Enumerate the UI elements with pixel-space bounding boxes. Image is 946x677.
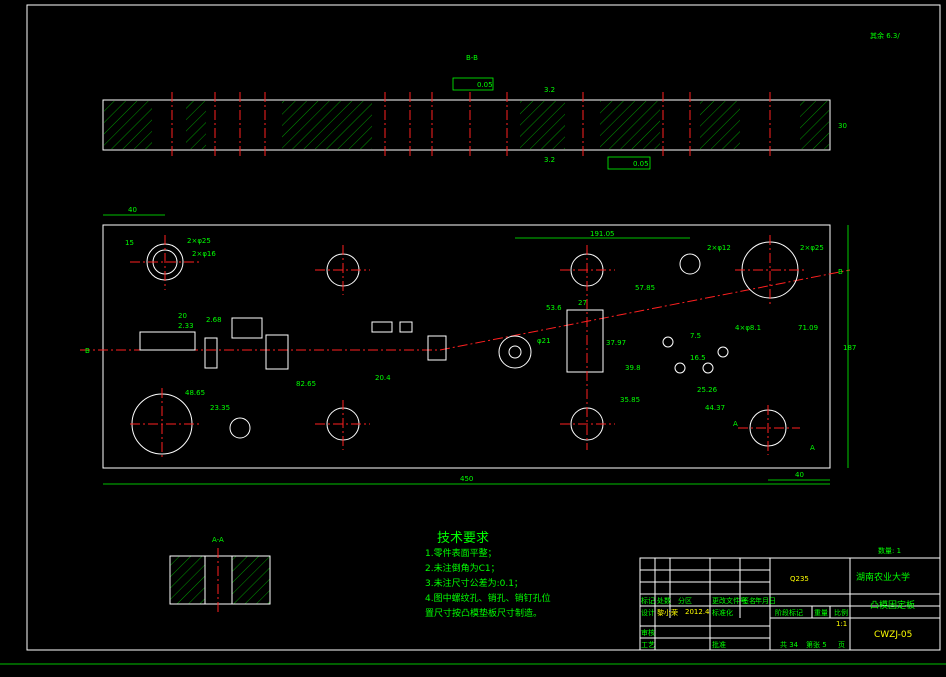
- section-aa-label: A-A: [212, 536, 224, 544]
- dim-2-68: 2.68: [206, 316, 222, 324]
- punch-slot-6: [427, 335, 447, 361]
- dim-overall-height: 187: [843, 344, 856, 352]
- tb-stage-mark: 阶段标记: [775, 609, 803, 617]
- dim-37-97: 37.97: [606, 339, 626, 347]
- quantity-label: 数量: 1: [878, 547, 902, 555]
- tolerance-top-value: 0.05: [477, 81, 493, 89]
- material-value: Q235: [790, 575, 809, 583]
- arrow-a-right: A: [810, 444, 815, 452]
- plate-outline: [102, 224, 831, 469]
- arrow-b-left: B: [85, 347, 90, 355]
- dim-25-26: 25.26: [697, 386, 718, 394]
- dim-2-33: 2.33: [178, 322, 194, 330]
- hole-center: [498, 335, 532, 369]
- dim-82-65: 82.65: [296, 380, 316, 388]
- callout-hole-a: 2×φ25: [187, 237, 211, 245]
- callout-hole-b: 2×φ16: [192, 250, 216, 258]
- tolerance-box-top: [452, 77, 494, 91]
- roughness-1: 3.2: [544, 86, 555, 94]
- arrow-b-right: B: [838, 268, 843, 276]
- dim-27: 27: [578, 299, 587, 307]
- dim-57-85: 57.85: [635, 284, 655, 292]
- tb-count: 处数: [657, 597, 671, 605]
- punch-slot-2: [231, 317, 263, 339]
- tech-requirement-4: 4.图中螺纹孔、销孔、销钉孔位: [425, 594, 551, 604]
- dim-44-37: 44.37: [705, 404, 725, 412]
- punch-slot-3: [265, 334, 289, 370]
- part-name: 凸模固定板: [870, 601, 916, 611]
- callout-hole-d: 2×φ25: [800, 244, 824, 252]
- section-bb-label: B-B: [466, 54, 478, 62]
- title-block: [639, 557, 941, 651]
- sheet-total: 共 34: [780, 641, 799, 649]
- tech-requirement-2: 2.未注倒角为C1；: [425, 564, 500, 574]
- dim-48-65: 48.65: [185, 389, 205, 397]
- section-bb-outline: [102, 99, 831, 151]
- tb-approve: 批准: [712, 641, 726, 649]
- scale-value: 1:1: [836, 620, 848, 628]
- punch-slot-left: [139, 331, 196, 351]
- tb-design: 设计: [641, 609, 655, 617]
- drawing-border: [26, 4, 941, 651]
- dim-23-35: 23.35: [210, 404, 230, 412]
- hole-bl-small: [229, 417, 251, 439]
- dim-20-4: 20.4: [375, 374, 391, 382]
- tb-sign: 签名: [742, 597, 756, 605]
- tech-requirement-3: 3.未注尺寸公差为:0.1；: [425, 579, 523, 589]
- dim-16-5: 16.5: [690, 354, 706, 362]
- section-bb-view: B-B 0.05 0.05 3.2 3.2 30: [102, 54, 847, 170]
- tb-weight: 重量: [814, 609, 828, 617]
- tb-date: 年月日: [755, 597, 776, 605]
- dim-left-40: 40: [128, 206, 137, 214]
- callout-hole-c: 2×φ12: [707, 244, 731, 252]
- hole-tr2: [679, 253, 701, 275]
- tb-process: 工艺: [641, 641, 655, 649]
- dim-20: 20: [178, 312, 187, 320]
- sheet-unit: 页: [838, 641, 845, 649]
- punch-slot-4: [371, 321, 393, 333]
- thickness-dim: 30: [838, 122, 847, 130]
- corner-roughness-mark: 其余 6.3/: [870, 31, 900, 40]
- arrow-a-left: A: [733, 420, 738, 428]
- section-aa-view: A-A: [169, 536, 271, 612]
- tb-review: 审核: [641, 629, 655, 637]
- callout-hole-e: 4×φ8.1: [735, 324, 761, 332]
- tb-standard: 标准化: [712, 609, 733, 617]
- plan-view: 450 187 40 40 15 48.65 23.35 82.65 20.4 …: [80, 206, 856, 485]
- dim-phi21: φ21: [537, 337, 551, 345]
- punch-slot-5: [399, 321, 413, 333]
- tolerance-bottom-value: 0.05: [633, 160, 649, 168]
- tech-requirement-1: 1.零件表面平整；: [425, 549, 497, 559]
- tb-ratio: 比例: [834, 609, 848, 617]
- sheet-number: 第张 5: [806, 641, 827, 649]
- dim-39-8: 39.8: [625, 364, 641, 372]
- dim-53-6: 53.6: [546, 304, 562, 312]
- tb-mark: 标记: [641, 597, 655, 605]
- punch-slot-1: [204, 337, 218, 369]
- tech-requirements-title: 技术要求: [437, 531, 490, 546]
- school-name: 湖南农业大学: [856, 573, 911, 583]
- punch-rect-large: [566, 309, 604, 373]
- dim-35-85: 35.85: [620, 396, 640, 404]
- tb-zone: 分区: [678, 597, 692, 605]
- dim-15: 15: [125, 239, 134, 247]
- tb-design-date: 2012.4: [685, 608, 710, 616]
- tech-requirement-5: 置尺寸按凸模垫板尺寸制造。: [425, 609, 543, 619]
- hole-center-inner: [508, 345, 522, 359]
- dim-7-5: 7.5: [690, 332, 701, 340]
- dim-71-09: 71.09: [798, 324, 818, 332]
- roughness-2: 3.2: [544, 156, 555, 164]
- dim-191-05: 191.05: [590, 230, 615, 238]
- tolerance-box-bottom: [607, 156, 651, 170]
- tb-change-doc: 更改文件号: [712, 597, 747, 605]
- drawing-number: CWZJ-05: [874, 630, 913, 640]
- dim-right-40: 40: [795, 471, 804, 479]
- tb-designer: 黎小荣: [657, 609, 678, 617]
- dim-overall-width: 450: [460, 475, 473, 483]
